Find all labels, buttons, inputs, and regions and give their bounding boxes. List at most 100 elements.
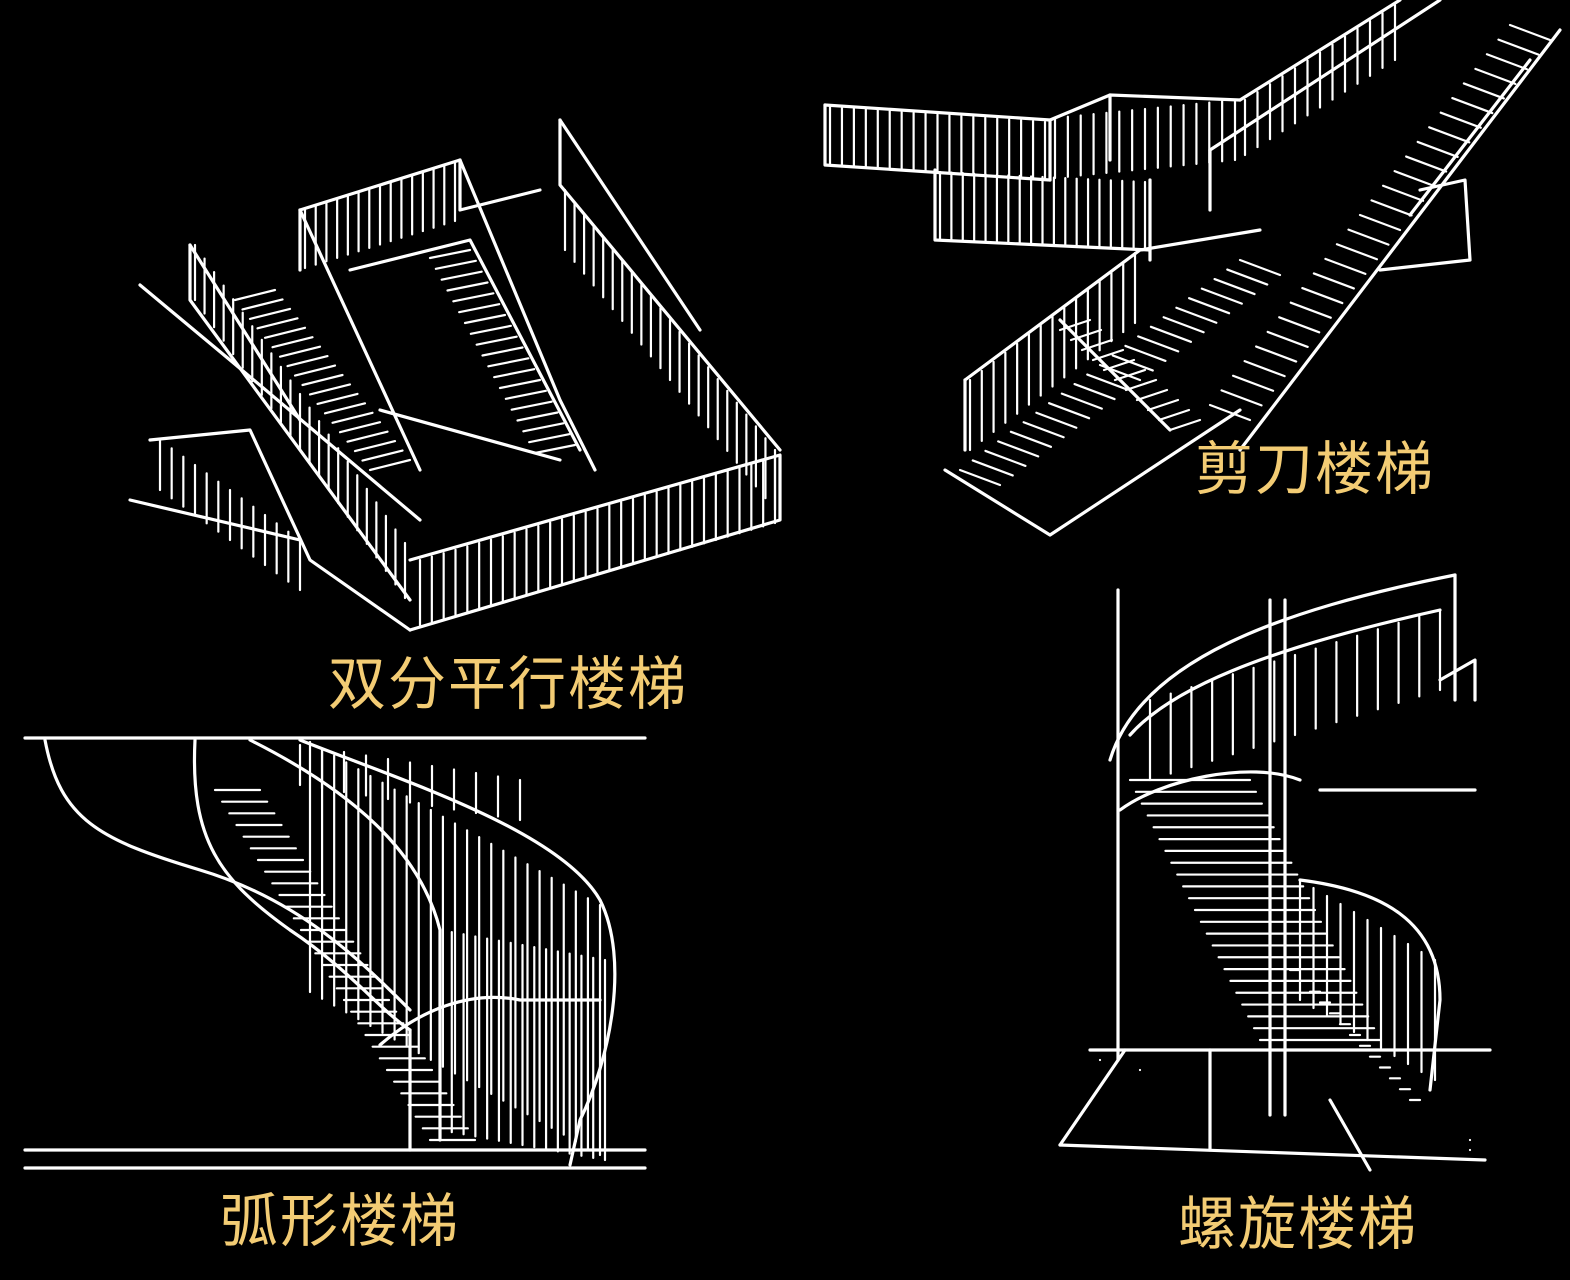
hatch-line (1135, 388, 1169, 402)
scissor-staircase-drawing (0, 0, 1570, 560)
hatch-line (1474, 67, 1517, 85)
hatch-line (1073, 382, 1116, 401)
hatch-line (510, 400, 553, 411)
hatch-line (1266, 330, 1309, 349)
hatch-line (1035, 411, 1078, 429)
hatch-line (1086, 373, 1129, 391)
scissor-staircase-svg (823, 0, 1562, 537)
hatch-line (1168, 418, 1202, 432)
hatch-line (1416, 140, 1459, 159)
hatch-line (1301, 286, 1344, 305)
hatch-line (263, 326, 307, 339)
hatch-line (1255, 345, 1298, 363)
hatch-line (1335, 243, 1379, 261)
hatch-line (958, 468, 1002, 487)
hatch-line (1009, 430, 1053, 448)
hatch-line (440, 270, 483, 281)
hatch-line (463, 313, 507, 325)
hatch-line (1243, 360, 1286, 378)
hatch-line (233, 288, 277, 302)
hatch-line (498, 378, 542, 390)
hatch-line (469, 324, 512, 335)
hatch-line (1405, 155, 1448, 173)
hatch-line (361, 449, 404, 462)
hatch-line (1497, 38, 1540, 56)
hatch-line (528, 433, 571, 444)
hatch-line (446, 281, 489, 292)
hatch-line (1162, 316, 1205, 334)
hatch-line (1347, 228, 1390, 246)
hatch-line (1113, 368, 1147, 382)
hatch-line (1289, 301, 1332, 319)
hatch-line (1485, 53, 1529, 71)
hatch-line (308, 383, 352, 396)
hatch-line (1451, 96, 1494, 115)
hatch-line (1393, 170, 1436, 188)
hatch-line (331, 411, 374, 424)
hatch-line (493, 368, 536, 379)
hatch-line (1091, 348, 1125, 362)
hatch-line (1175, 306, 1218, 324)
hatch-line (504, 389, 547, 400)
hatch-line (1069, 328, 1103, 342)
hatch-line (1358, 213, 1402, 232)
hatch-line (1157, 408, 1191, 422)
hatch-line (1226, 268, 1269, 286)
hatch-line (353, 440, 397, 453)
hatch-line (1111, 354, 1154, 372)
hatch-line (286, 355, 329, 368)
hatch-line (481, 346, 524, 357)
hatch-line (971, 459, 1014, 477)
dp-outline (128, 118, 782, 632)
hatch-line (271, 336, 314, 349)
hatch-line (1102, 358, 1136, 372)
hatch-line (338, 421, 382, 434)
hatch-line (1137, 335, 1180, 353)
sp-steps (1098, 608, 1472, 1152)
hatch-line (1187, 297, 1231, 315)
hatch-line (256, 317, 299, 330)
hatch-line (533, 443, 577, 455)
caption-scissor-staircase: 剪刀楼梯 (1195, 435, 1436, 503)
hatch-line (1047, 402, 1091, 420)
hatch-line (487, 357, 530, 368)
hatch-line (1200, 287, 1243, 305)
hatch-line (1462, 82, 1505, 100)
hatch-line (434, 259, 477, 270)
hatch-line (452, 292, 495, 303)
hatch-line (1058, 318, 1092, 332)
hatch-line (516, 411, 559, 422)
curved-staircase-svg (23, 736, 647, 1170)
hatch-line (293, 364, 337, 377)
hatch-line (1124, 344, 1167, 363)
hatch-line (428, 248, 472, 260)
curved-staircase-drawing (0, 0, 660, 1280)
hatch-line (1124, 378, 1158, 392)
caption-curved-staircase: 弧形楼梯 (220, 1187, 461, 1255)
hatch-line (1439, 111, 1482, 129)
hatch-line (997, 440, 1040, 458)
dp-balusters (158, 161, 777, 627)
hatch-line (1428, 126, 1471, 144)
hatch-line (368, 458, 412, 472)
hatch-line (475, 335, 518, 346)
hatch-line (1208, 403, 1252, 422)
sc-outline (823, 0, 1562, 537)
hatch-line (984, 449, 1027, 468)
hatch-line (1220, 389, 1263, 407)
hatch-line (301, 373, 344, 387)
hatch-line (1080, 338, 1114, 352)
hatch-line (316, 392, 359, 405)
hatch-line (248, 307, 292, 320)
caption-double-parallel-staircase: 双分平行楼梯 (328, 650, 689, 718)
hatch-line (323, 402, 367, 415)
hatch-line (1238, 258, 1282, 277)
hatch-line (1278, 316, 1321, 334)
hatch-line (1213, 277, 1256, 296)
hatch-line (1381, 184, 1425, 202)
hatch-line (241, 298, 284, 311)
hatch-line (1149, 325, 1193, 343)
